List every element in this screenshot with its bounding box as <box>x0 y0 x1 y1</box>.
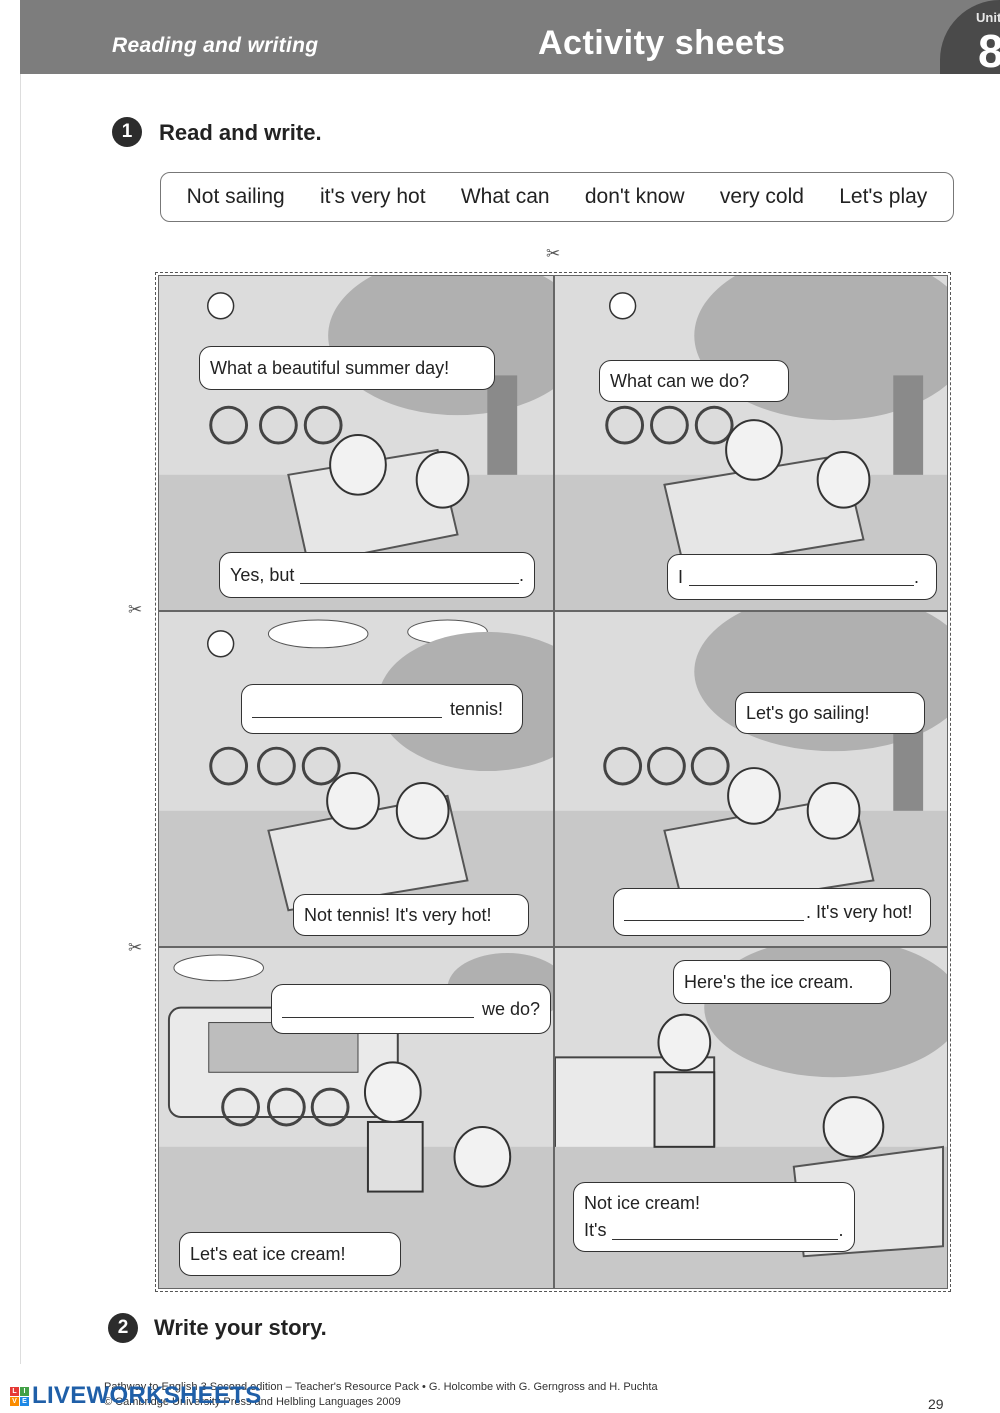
exercise-2-title: Write your story. <box>154 1315 327 1340</box>
footer-copyright: © Cambridge University Press and Helblin… <box>104 1396 401 1408</box>
answer-blank[interactable] <box>624 903 804 921</box>
answer-blank[interactable] <box>612 1222 839 1240</box>
scissors-icon: ✂ <box>128 600 143 619</box>
answer-blank[interactable] <box>300 566 519 584</box>
word-bank-item: very cold <box>719 185 804 208</box>
speech-bubble: Here's the ice cream. <box>673 960 891 1004</box>
word-bank-item: don't know <box>584 185 685 208</box>
answer-blank[interactable] <box>689 568 915 586</box>
page-number: 29 <box>928 1396 944 1412</box>
word-bank-item: Let's play <box>839 185 928 208</box>
speech-bubble: I . <box>667 554 937 600</box>
bubble-text: . <box>838 1220 844 1240</box>
speech-bubble: . It's very hot! <box>613 888 931 936</box>
speech-bubble: we do? <box>271 984 551 1034</box>
bubble-text: tennis! <box>450 698 504 719</box>
bubble-text: What a beautiful summer day! <box>210 357 450 378</box>
bubble-text: Not tennis! It's very hot! <box>304 904 492 925</box>
bubble-text: Yes, but <box>230 564 295 585</box>
word-bank-item: it's very hot <box>320 185 426 208</box>
page-edge <box>20 74 21 1364</box>
speech-bubble: Not ice cream! It's . <box>573 1182 855 1252</box>
bubble-text: Here's the ice cream. <box>684 971 854 992</box>
word-bank-item: Not sailing <box>186 185 285 208</box>
comic-panel-6: Here's the ice cream. Not ice cream! It'… <box>554 947 948 1289</box>
footer-credit: Pathway to English 3 Second edition – Te… <box>104 1381 658 1393</box>
speech-bubble: What a beautiful summer day! <box>199 346 495 390</box>
answer-blank[interactable] <box>282 1000 474 1018</box>
bubble-text: It's <box>584 1220 607 1240</box>
answer-blank[interactable] <box>252 700 442 718</box>
section-label: Reading and writing <box>112 34 319 57</box>
scissors-icon: ✂ <box>546 244 561 263</box>
comic-panel-1: What a beautiful summer day! Yes, but . <box>158 275 554 611</box>
unit-label: Unit <box>976 10 1000 25</box>
bubble-text: Not ice cream! <box>584 1193 701 1213</box>
word-bank: Not sailing it's very hot What can don't… <box>160 172 954 222</box>
liveworksheets-logo: L I V E LIVEWORKSHEETS <box>10 1382 262 1410</box>
scissors-icon: ✂ <box>128 938 143 957</box>
comic-strip: What a beautiful summer day! Yes, but . … <box>155 272 951 1292</box>
summer-park-scene <box>159 612 553 946</box>
exercise-2-number: 2 <box>108 1313 138 1343</box>
bubble-text: . <box>518 564 524 585</box>
unit-number: 8 <box>978 25 1000 77</box>
bubble-text: . <box>914 566 920 587</box>
bubble-text: What can we do? <box>610 370 750 391</box>
header-band <box>20 0 1000 74</box>
bubble-text: Let's go sailing! <box>746 702 870 723</box>
comic-panel-3: tennis! Not tennis! It's very hot! <box>158 611 554 947</box>
speech-bubble: Not tennis! It's very hot! <box>293 894 529 936</box>
comic-panel-5: we do? Let's eat ice cream! <box>158 947 554 1289</box>
exercise-1-title: Read and write. <box>159 120 322 145</box>
sheet-title: Activity sheets <box>538 24 786 62</box>
bubble-text: I <box>678 566 684 587</box>
logo-text: LIVEWORKSHEETS <box>32 1382 262 1409</box>
speech-bubble: Yes, but . <box>219 552 535 598</box>
speech-bubble: Let's eat ice cream! <box>179 1232 401 1276</box>
speech-bubble: What can we do? <box>599 360 789 402</box>
speech-bubble: tennis! <box>241 684 523 734</box>
bubble-text: . It's very hot! <box>806 901 913 922</box>
exercise-1-number: 1 <box>112 117 142 147</box>
bubble-text: Let's eat ice cream! <box>190 1243 346 1264</box>
comic-panel-4: Let's go sailing! . It's very hot! <box>554 611 948 947</box>
logo-grid-icon: L I V E <box>10 1386 29 1406</box>
comic-panel-2: What can we do? I . <box>554 275 948 611</box>
speech-bubble: Let's go sailing! <box>735 692 925 734</box>
bubble-text: we do? <box>481 998 540 1019</box>
word-bank-item: What can <box>460 185 550 208</box>
